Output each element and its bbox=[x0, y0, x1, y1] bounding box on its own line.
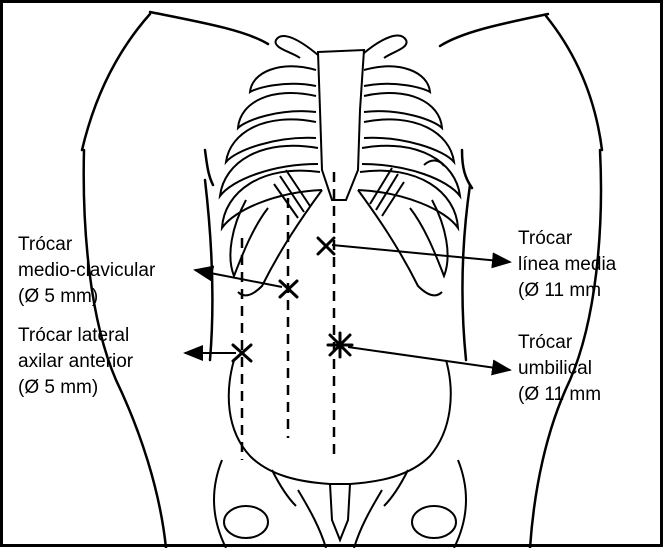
arrow-umbilical bbox=[348, 347, 510, 370]
pelvis bbox=[214, 360, 466, 548]
label-trocar-umbilical: Trócar umbilical (Ø 11 mm bbox=[518, 330, 601, 408]
label-line: axilar anterior bbox=[18, 349, 133, 375]
label-line: Trócar bbox=[518, 226, 616, 252]
label-trocar-medio-clavicular: Trócar medio-clavicular (Ø 5 mm) bbox=[18, 232, 155, 310]
label-line: umbilical bbox=[518, 356, 601, 382]
arrow-linea-media bbox=[332, 245, 510, 262]
label-line: Trócar lateral bbox=[18, 323, 133, 349]
port-guide-lines bbox=[242, 172, 334, 460]
label-line: (Ø 5 mm) bbox=[18, 284, 155, 310]
label-line: (Ø 11 mm bbox=[518, 278, 616, 304]
label-trocar-linea-media: Trócar línea media (Ø 11 mm bbox=[518, 226, 616, 304]
label-line: (Ø 5 mm) bbox=[18, 375, 133, 401]
trocar-mark-linea-media bbox=[318, 238, 334, 254]
label-trocar-lateral-axilar: Trócar lateral axilar anterior (Ø 5 mm) bbox=[18, 323, 133, 401]
trocar-mark-umbilical bbox=[328, 333, 352, 357]
rib-cage bbox=[220, 36, 460, 296]
label-line: Trócar bbox=[518, 330, 601, 356]
label-line: (Ø 11 mm bbox=[518, 382, 601, 408]
label-line: línea media bbox=[518, 252, 616, 278]
label-line: Trócar bbox=[18, 232, 155, 258]
label-line: medio-clavicular bbox=[18, 258, 155, 284]
